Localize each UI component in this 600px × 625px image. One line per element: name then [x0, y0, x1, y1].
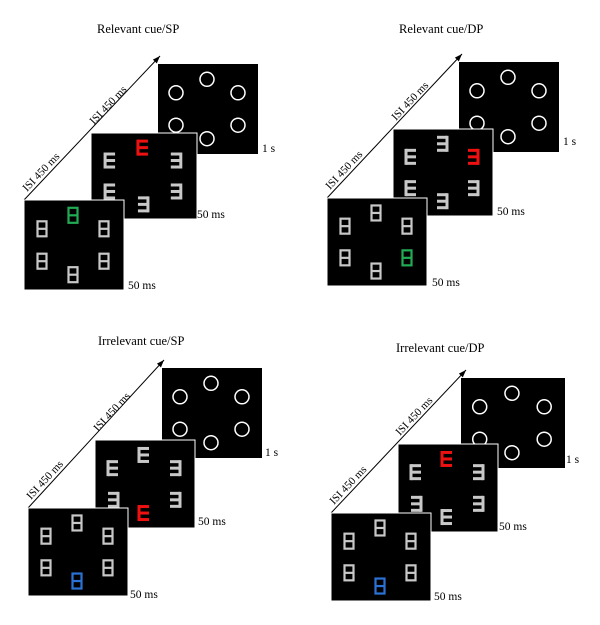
target-letter-e-icon — [137, 196, 150, 213]
cue-duration-label: 50 ms — [434, 591, 462, 603]
placeholder-circle-icon — [199, 71, 215, 88]
placeholder-circle-icon — [199, 130, 215, 147]
target-duration-label: 50 ms — [198, 516, 226, 528]
time-arrow-line — [27, 359, 165, 509]
isi-label-2: ISI 450 ms — [389, 80, 431, 123]
placeholder-circle-icon — [536, 431, 552, 447]
panel-3: Irrelevant cue/SP ISI 450 ms ISI 450 ms 50 … — [24, 334, 278, 601]
panel-2: Relevant cue/DP ISI 450 ms ISI 450 ms 50 ms… — [323, 22, 576, 289]
target-letter-e-icon — [404, 180, 416, 197]
placeholder-circle-icon — [531, 115, 547, 131]
isi-label-1: ISI 450 ms — [327, 464, 369, 507]
target-letter-e-icon — [103, 183, 116, 200]
display-duration-label: 1 s — [262, 143, 276, 155]
placeholder-circle-icon — [234, 389, 250, 405]
target-duration-label: 50 ms — [497, 206, 525, 218]
placeholder-circle-icon — [172, 421, 188, 437]
placeholder-circle-icon — [504, 385, 520, 402]
display-duration-label: 1 s — [265, 447, 279, 459]
target-screen — [397, 443, 499, 533]
isi-label-1: ISI 450 ms — [323, 149, 365, 192]
target-letter-e-icon — [136, 139, 148, 156]
isi-label-1: ISI 450 ms — [20, 151, 62, 194]
target-duration-label: 50 ms — [499, 521, 527, 533]
placeholder-circle-icon — [504, 444, 520, 461]
placeholder-circle-icon — [500, 69, 516, 86]
target-letter-e-icon — [411, 495, 423, 512]
cue-duration-label: 50 ms — [130, 589, 158, 601]
time-arrow-head-icon — [156, 360, 164, 368]
time-arrow-head-icon — [454, 54, 462, 62]
placeholder-circle-icon — [234, 421, 250, 437]
isi-label-2: ISI 450 ms — [91, 390, 133, 434]
cue-screen — [326, 197, 428, 287]
panel-title: Irrelevant cue/DP — [396, 341, 485, 355]
target-letter-e-icon — [103, 152, 116, 169]
target-letter-e-icon — [437, 193, 449, 210]
target-letter-e-icon — [108, 491, 120, 508]
target-letter-e-icon — [137, 446, 149, 463]
placeholder-circle-icon — [469, 83, 485, 99]
time-arrow-head-icon — [458, 370, 466, 378]
time-arrow-head-icon — [152, 56, 160, 64]
cue-screen-bg — [330, 512, 432, 602]
display-duration-label: 1 s — [566, 454, 580, 466]
isi-label-2: ISI 450 ms — [87, 84, 129, 127]
time-arrow-line — [23, 55, 161, 201]
isi-label-1: ISI 450 ms — [24, 458, 66, 502]
target-letter-e-icon — [170, 491, 182, 508]
time-arrow-line — [326, 53, 463, 199]
target-letter-e-icon — [170, 152, 183, 169]
target-letter-e-icon — [473, 495, 485, 512]
target-letter-e-icon — [404, 148, 416, 165]
placeholder-circle-icon — [536, 399, 552, 415]
panel-1: Relevant cue/SP ISI 450 ms ISI 450 ms 50 ms… — [20, 22, 275, 292]
target-letter-e-icon — [106, 460, 118, 477]
cue-screen — [330, 512, 432, 602]
placeholder-circle-icon — [531, 83, 547, 99]
target-letter-e-icon — [437, 135, 449, 152]
target-duration-label: 50 ms — [197, 209, 225, 221]
cue-screen-bg — [27, 507, 129, 597]
panel-title: Irrelevant cue/SP — [98, 334, 184, 348]
panel-title: Relevant cue/DP — [399, 22, 483, 36]
target-letter-e-icon — [409, 464, 421, 481]
placeholder-circle-icon — [471, 399, 488, 415]
isi-label-2: ISI 450 ms — [393, 395, 435, 438]
target-letter-e-icon — [473, 464, 485, 481]
panel-4: Irrelevant cue/DP ISI 450 ms ISI 450 ms 50 … — [327, 341, 579, 603]
target-letter-e-icon — [440, 509, 452, 526]
target-letter-e-icon — [468, 148, 480, 165]
target-letter-e-icon — [468, 180, 480, 197]
target-letter-e-icon — [440, 450, 452, 467]
placeholder-circle-icon — [203, 375, 219, 392]
cue-screen — [27, 507, 129, 597]
cue-duration-label: 50 ms — [432, 277, 460, 289]
cue-duration-label: 50 ms — [128, 280, 156, 292]
cue-screen-bg — [326, 197, 428, 287]
placeholder-circle-icon — [168, 117, 184, 133]
cue-screen — [23, 199, 125, 291]
target-letter-e-icon — [170, 460, 182, 477]
time-arrow-line — [330, 369, 467, 514]
target-letter-e-icon — [137, 505, 149, 522]
cue-screen-bg — [23, 199, 125, 291]
placeholder-circle-icon — [230, 117, 246, 133]
placeholder-circle-icon — [500, 128, 516, 145]
placeholder-circle-icon — [203, 434, 219, 451]
placeholder-circle-icon — [172, 389, 188, 405]
panel-title: Relevant cue/SP — [97, 22, 179, 36]
display-duration-label: 1 s — [563, 136, 577, 148]
placeholder-circle-icon — [168, 85, 184, 101]
target-letter-e-icon — [170, 183, 183, 200]
placeholder-circle-icon — [230, 85, 246, 101]
